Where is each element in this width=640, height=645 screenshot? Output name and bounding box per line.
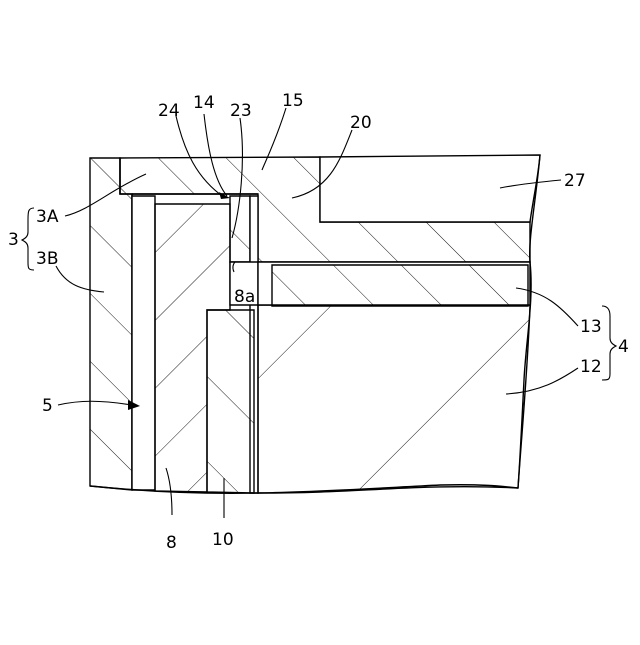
- label-27: 27: [564, 171, 586, 191]
- plate-13-inner: [272, 265, 528, 306]
- label-20: 20: [350, 113, 372, 133]
- label-14: 14: [193, 93, 215, 113]
- housing-3b: [90, 158, 132, 490]
- label-24: 24: [158, 101, 180, 121]
- label-3B: 3B: [36, 249, 58, 269]
- label-8a: 8a: [234, 287, 255, 307]
- label-5: 5: [42, 396, 53, 416]
- label-13: 13: [580, 317, 602, 337]
- strip-23: [230, 196, 250, 262]
- label-12: 12: [580, 357, 602, 377]
- label-3A: 3A: [36, 207, 59, 227]
- brace-4: [602, 306, 616, 380]
- label-23: 23: [230, 101, 252, 121]
- label-10: 10: [212, 530, 234, 550]
- base-12: [258, 305, 530, 493]
- label-3: 3: [8, 230, 19, 250]
- brace-3: [22, 208, 34, 270]
- label-15: 15: [282, 91, 304, 111]
- member-10: [207, 310, 254, 493]
- block-27: [320, 155, 540, 222]
- label-4: 4: [618, 337, 629, 357]
- channel-5: [132, 196, 155, 490]
- label-8: 8: [166, 533, 177, 553]
